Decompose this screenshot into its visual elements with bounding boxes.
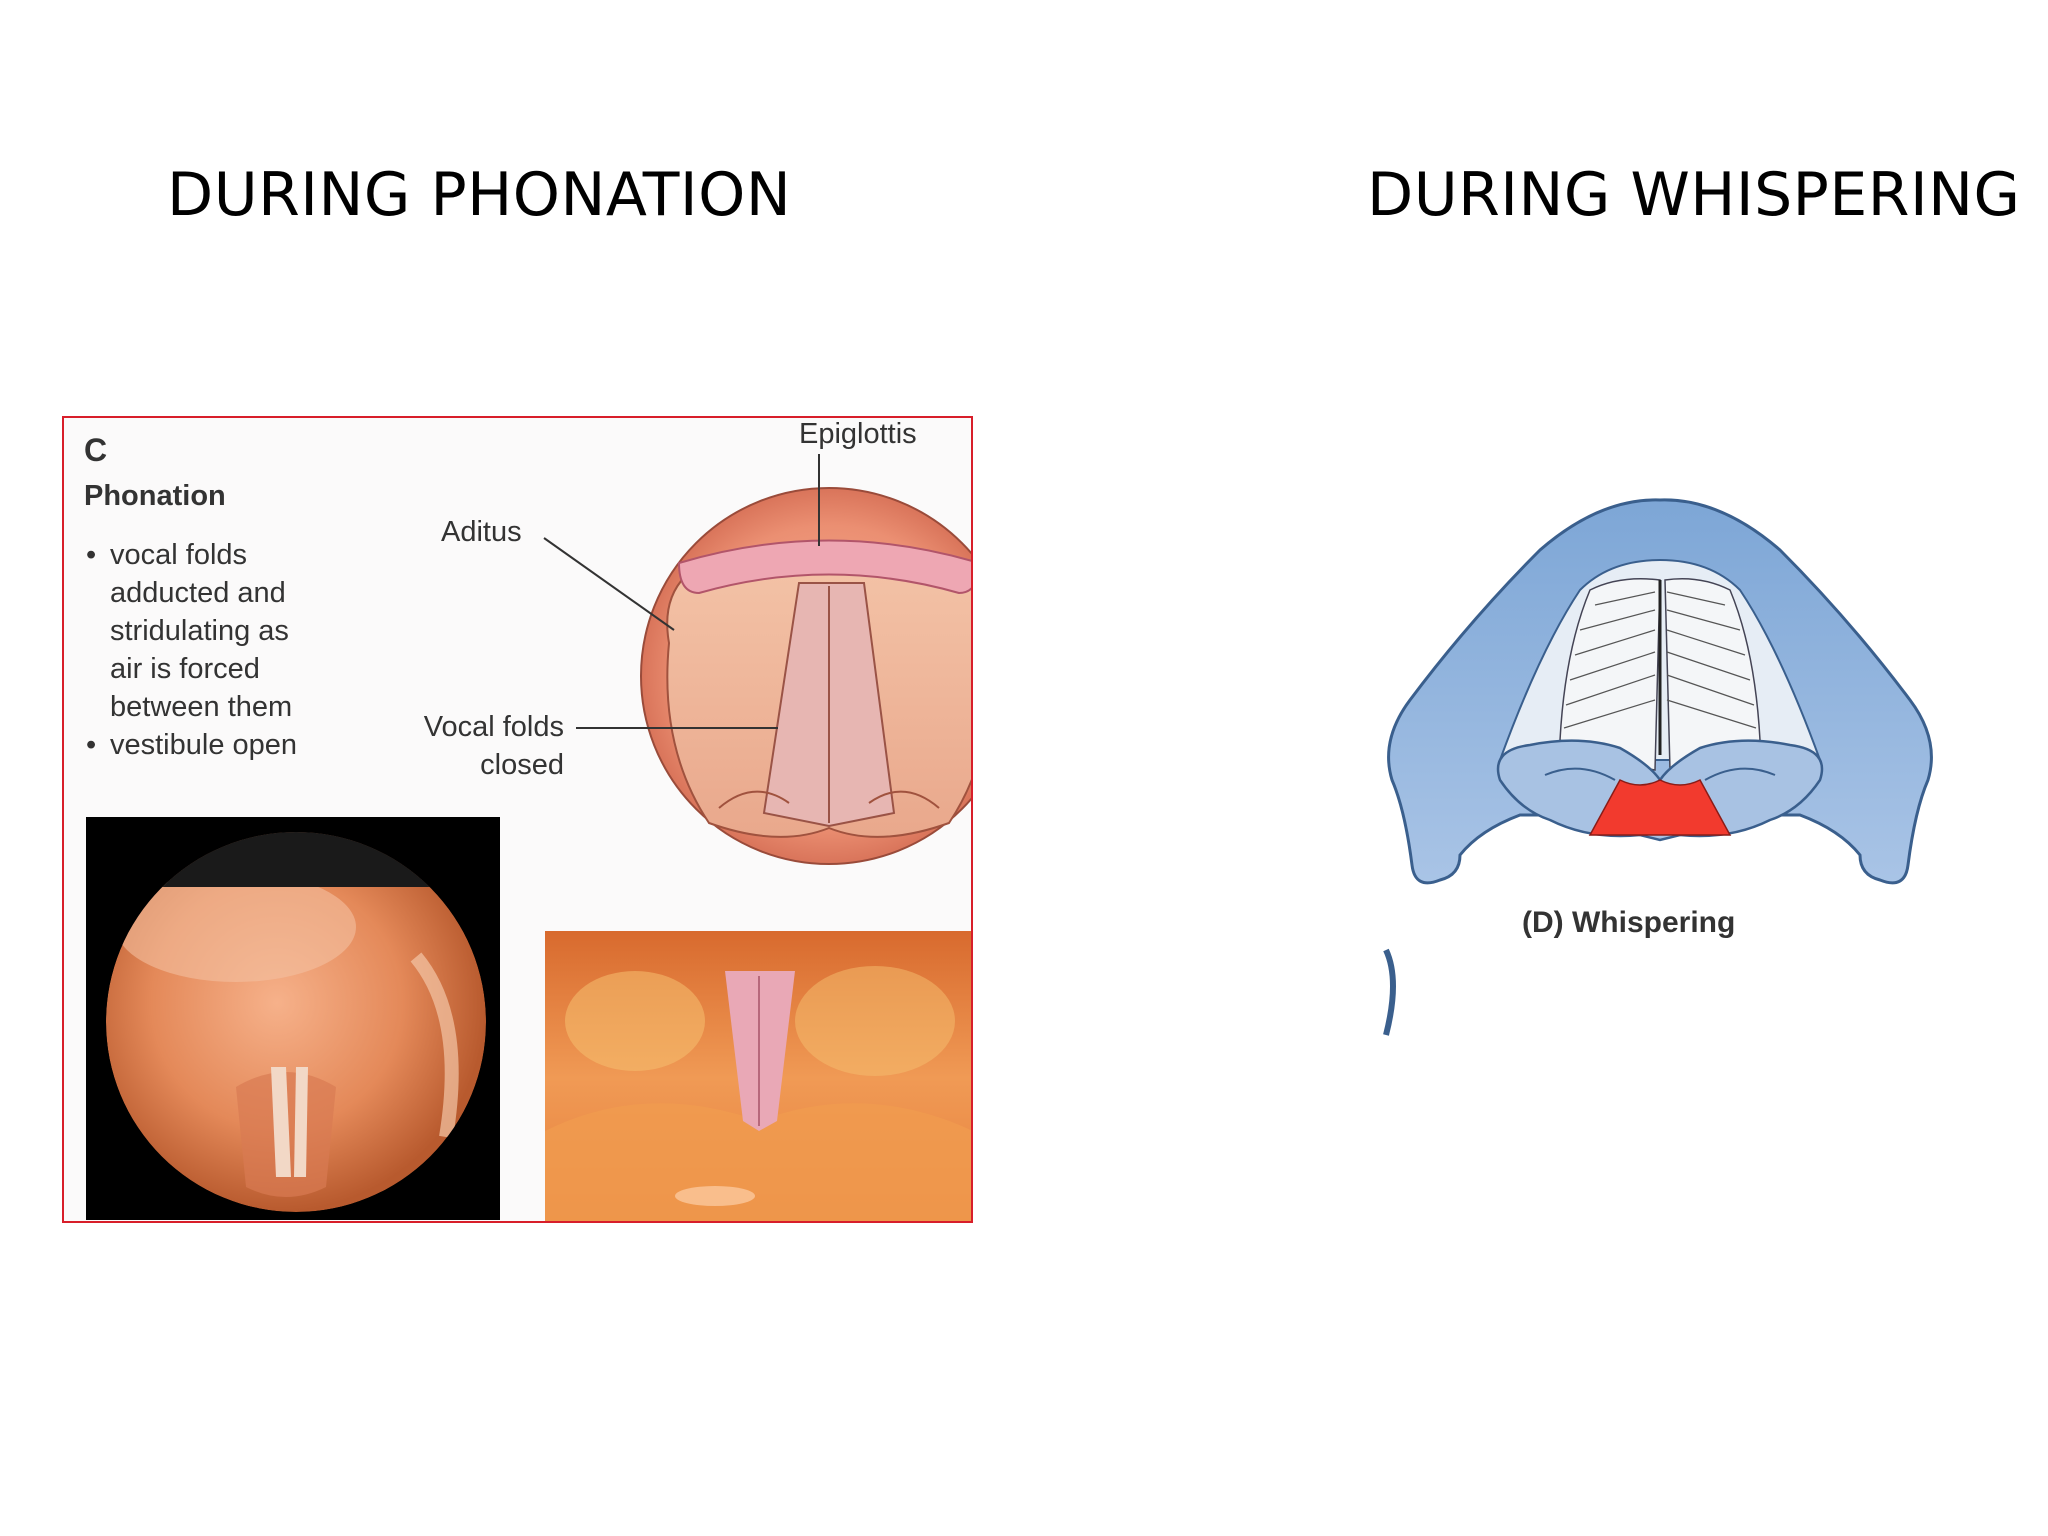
bullet-item: vestibule open xyxy=(84,726,297,764)
phonation-panel: C Phonation vocal folds adducted and str… xyxy=(62,416,973,1223)
panel-title: Phonation xyxy=(84,480,226,512)
endoscopy-photo-wide xyxy=(545,931,971,1221)
heading-whispering: DURING WHISPERING xyxy=(1367,160,2021,230)
whispering-illustration xyxy=(1383,498,1933,1036)
label-vocal-folds: Vocal folds closed xyxy=(423,711,564,781)
label-epiglottis: Epiglottis xyxy=(799,418,917,450)
larynx-circle xyxy=(640,487,971,865)
bullet-item: vocal folds adducted and stridulating as… xyxy=(84,536,297,726)
whispering-caption: (D) Whispering xyxy=(1522,906,1736,939)
larynx-illustration xyxy=(543,454,971,865)
label-aditus: Aditus xyxy=(441,516,522,548)
heading-phonation: DURING PHONATION xyxy=(167,160,792,230)
bullet-list: vocal folds adducted and stridulating as… xyxy=(84,536,297,764)
endoscopy-photo-circular xyxy=(86,817,500,1220)
panel-letter: C xyxy=(84,432,108,468)
